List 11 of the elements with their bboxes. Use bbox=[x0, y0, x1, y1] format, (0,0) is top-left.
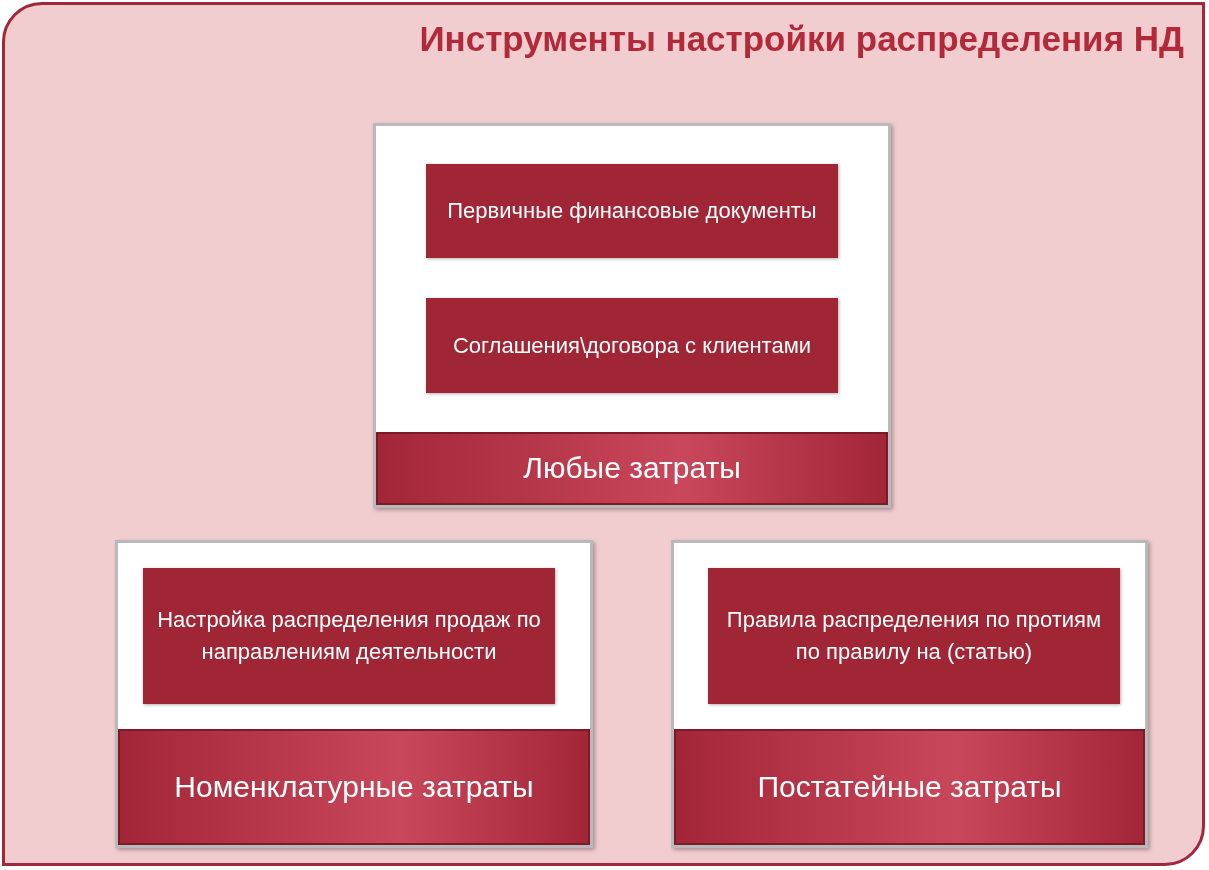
tool-box: Настройка распределения продаж по направлениям деятельности bbox=[143, 568, 555, 704]
category-label: Постатейные затраты bbox=[674, 729, 1145, 845]
category-label: Любые затраты bbox=[376, 432, 888, 505]
tool-box: Первичные финансовые документы bbox=[426, 164, 838, 258]
panel-title: Инструменты настройки распределения НД bbox=[419, 19, 1184, 59]
tool-box: Соглашения\договора с клиентами bbox=[426, 298, 838, 393]
category-label: Номенклатурные затраты bbox=[118, 729, 590, 845]
category-card bbox=[373, 123, 891, 508]
category-card bbox=[671, 540, 1148, 848]
tool-box: Правила распределения по протиям по правилу на (статью) bbox=[708, 568, 1120, 704]
category-card bbox=[115, 540, 593, 848]
